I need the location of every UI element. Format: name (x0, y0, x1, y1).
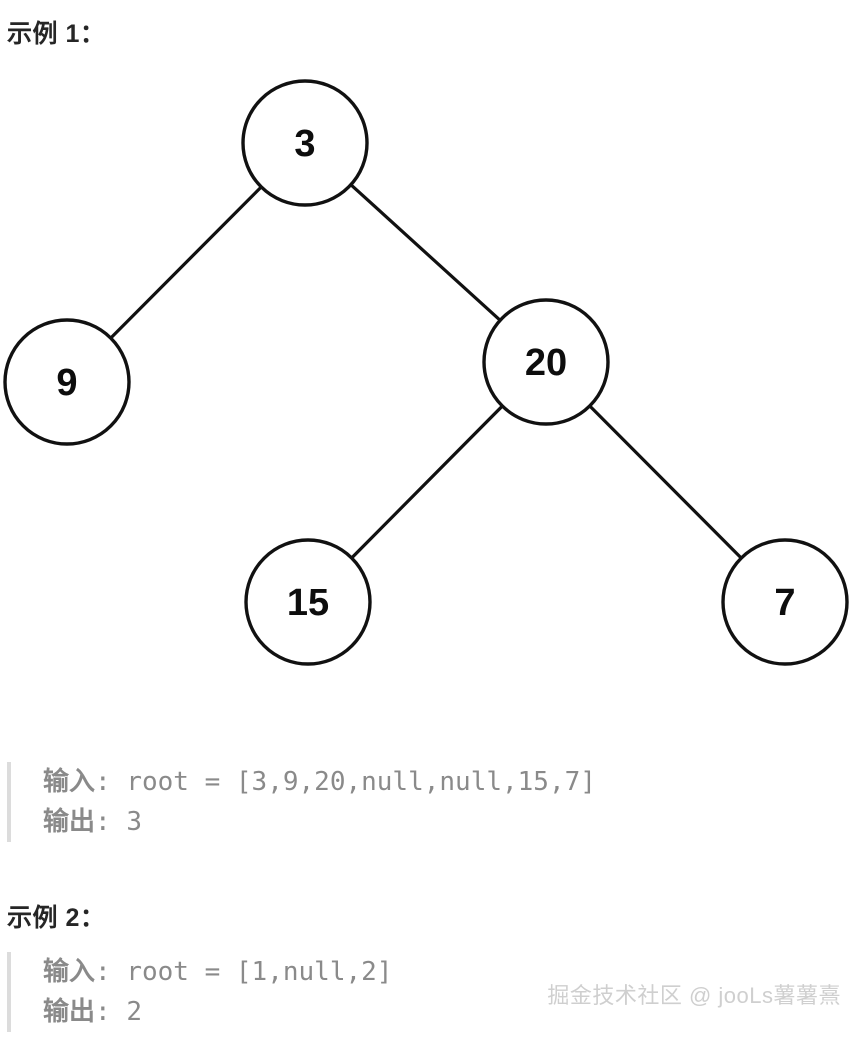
example-1-code-block: 输入: root = [3,9,20,null,null,15,7] 输出: 3 (7, 762, 807, 842)
output-label: 输出 (43, 996, 96, 1026)
tree-node-label: 7 (774, 582, 795, 624)
tree-node-label: 20 (525, 342, 567, 384)
output-value: 2 (110, 997, 142, 1027)
example-2-heading: 示例 2： (7, 904, 106, 932)
colon: : (95, 997, 111, 1027)
output-label: 输出 (43, 806, 96, 836)
tree-node-7: 7 (721, 538, 849, 666)
tree-edges (108, 182, 744, 561)
tree-node-circle (721, 538, 849, 666)
tree-node-circle (482, 298, 610, 426)
tree-node-label: 3 (294, 123, 315, 165)
tree-edge-right-rl (349, 403, 505, 561)
colon: : (95, 767, 111, 797)
example-1-output-line: 输出: 3 (43, 802, 807, 842)
tree-svg: 3 9 20 15 7 (3, 79, 849, 666)
tree-node-circle (244, 538, 372, 666)
tree-node-label: 9 (56, 362, 77, 404)
tree-node-3: 3 (241, 79, 369, 207)
tree-node-9: 9 (3, 318, 131, 446)
tree-node-20: 20 (482, 298, 610, 426)
example-2-input-line: 输入: root = [1,null,2] (43, 952, 807, 992)
output-value: 3 (110, 807, 142, 837)
example-1-heading: 示例 1： (7, 20, 106, 48)
input-label: 输入 (43, 956, 96, 986)
watermark-text: 掘金技术社区 @ jooLs薯薯熹 (547, 983, 841, 1008)
example-2-output-line: 输出: 2 (43, 992, 807, 1032)
tree-nodes: 3 9 20 15 7 (3, 79, 849, 666)
example-2-code-block: 输入: root = [1,null,2] 输出: 2 (7, 952, 807, 1032)
binary-tree-diagram: 3 9 20 15 7 (0, 60, 853, 680)
colon: : (95, 957, 111, 987)
colon: : (95, 807, 111, 837)
tree-node-circle (3, 318, 131, 446)
tree-edge-right-rr (587, 403, 744, 561)
input-value: root = [3,9,20,null,null,15,7] (110, 767, 596, 797)
input-value: root = [1,null,2] (110, 957, 393, 987)
tree-edge-root-right (348, 182, 503, 323)
tree-node-label: 15 (287, 582, 329, 624)
example-1-input-line: 输入: root = [3,9,20,null,null,15,7] (43, 762, 807, 802)
tree-edge-root-left (108, 184, 264, 341)
input-label: 输入 (43, 766, 96, 796)
tree-node-circle (241, 79, 369, 207)
tree-node-15: 15 (244, 538, 372, 666)
